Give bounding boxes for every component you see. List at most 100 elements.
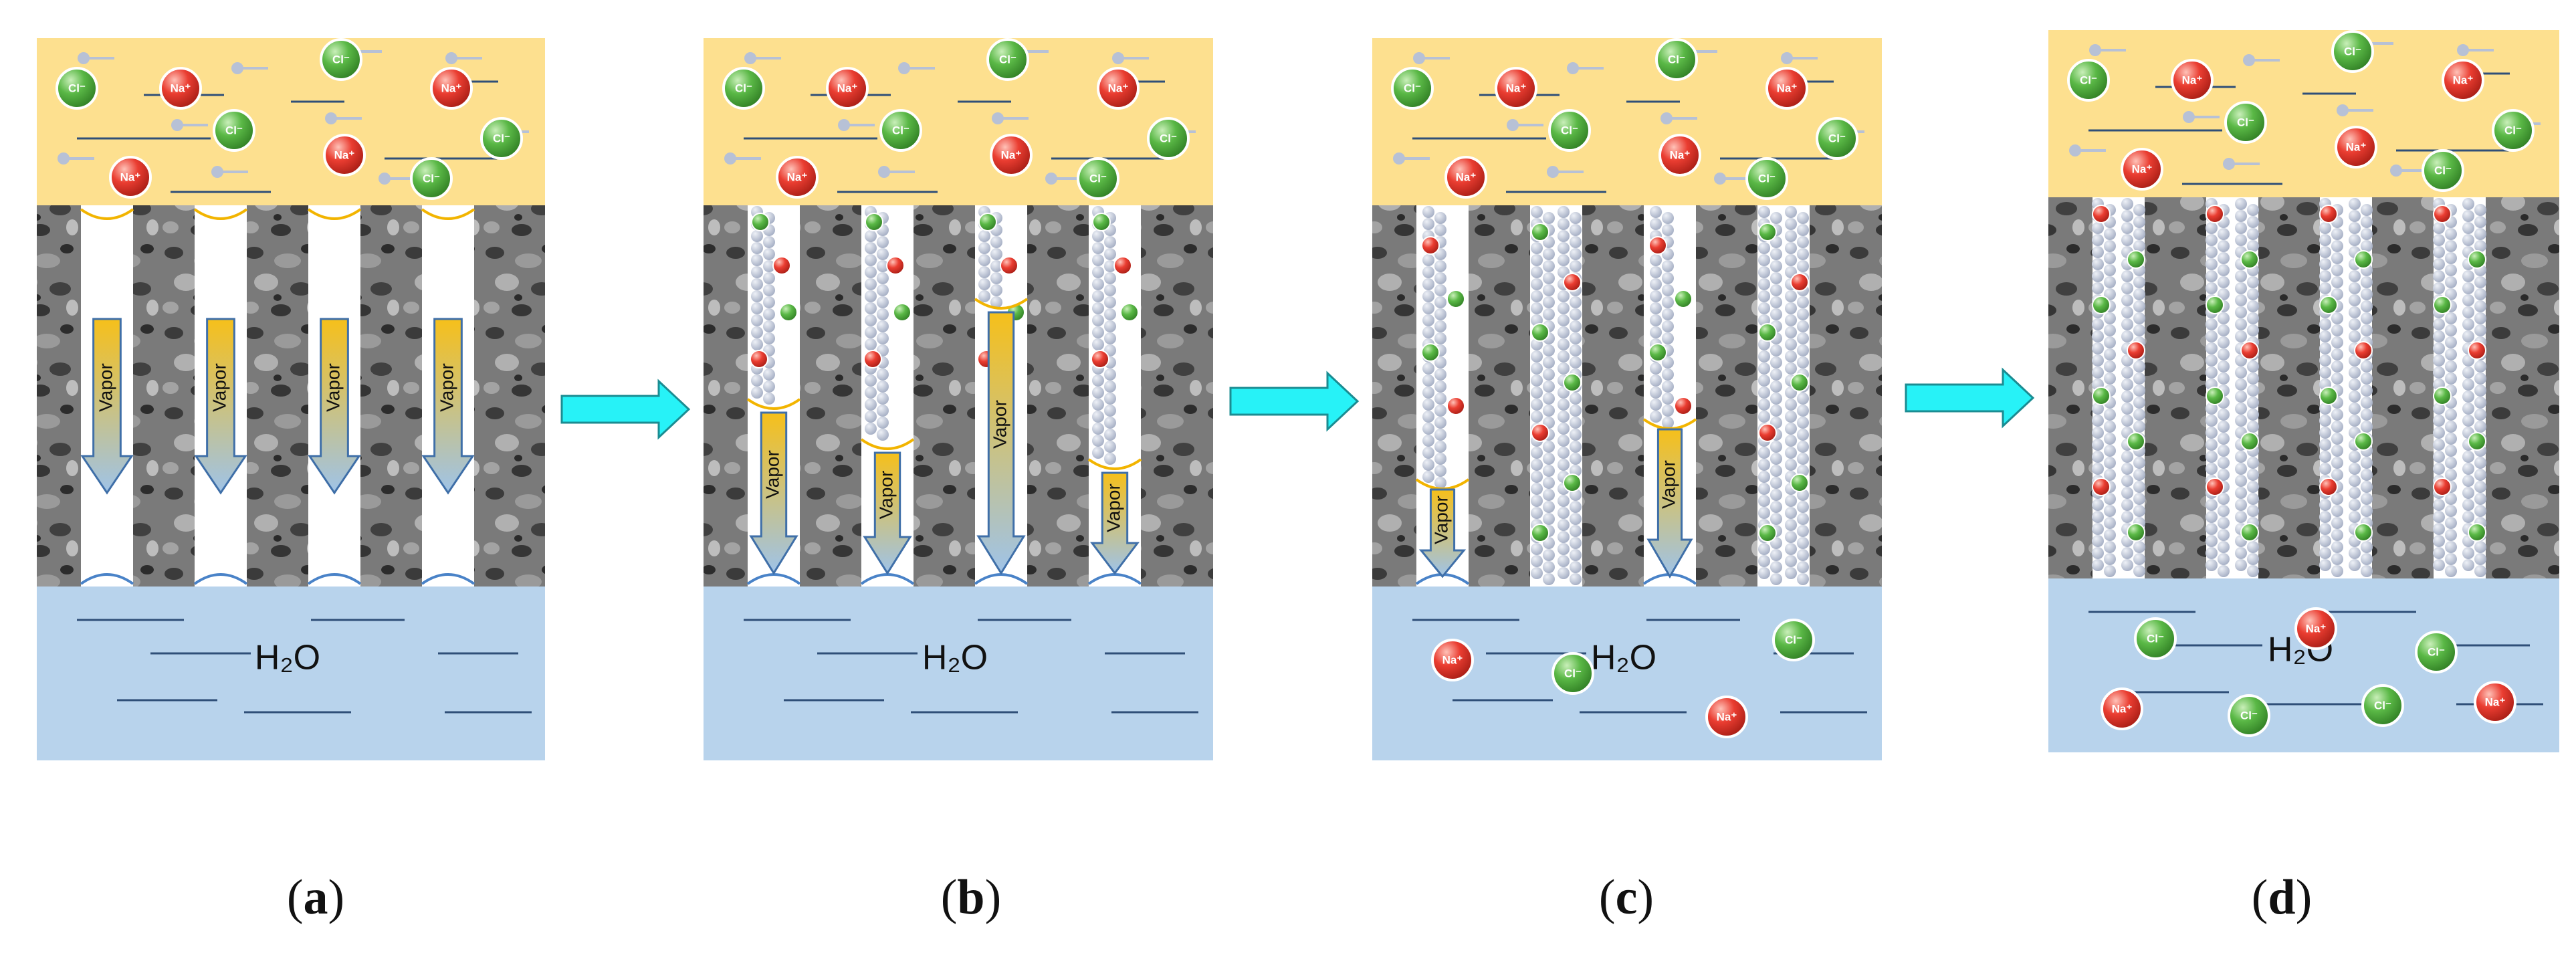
meniscus <box>193 208 248 220</box>
ion-label: Cl⁻ <box>1668 53 1685 66</box>
sodium-ion-small <box>1113 256 1132 275</box>
sodium-ion: Na⁺ <box>159 67 202 110</box>
ion-label: Cl⁻ <box>2428 645 2445 658</box>
ion-label: Cl⁻ <box>2080 74 2097 86</box>
chloride-ion-small <box>1446 290 1465 308</box>
vapor-arrow: Vapor <box>749 411 798 575</box>
pore: Vapor <box>193 205 248 587</box>
sodium-ion: Na⁺ <box>1658 134 1701 177</box>
ion-label: Na⁺ <box>837 82 858 94</box>
pore <box>2433 197 2486 578</box>
chloride-ion: Cl⁻ <box>56 67 98 110</box>
chloride-ion-small <box>2433 296 2452 314</box>
chloride-ion-small <box>1531 524 1549 542</box>
ion-label: Cl⁻ <box>68 82 86 94</box>
surfactant-molecule <box>992 112 1029 124</box>
permeate-water <box>704 587 1213 760</box>
vapor-arrow: Vapor <box>308 318 361 495</box>
chloride-ion-small <box>2240 250 2259 269</box>
sodium-ion: Na⁺ <box>826 67 869 110</box>
pore: Vapor <box>860 205 915 587</box>
surfactant-molecule <box>1507 119 1543 131</box>
chloride-ion-small <box>1563 473 1582 492</box>
sodium-ion-small <box>2468 341 2486 360</box>
ion-label: Na⁺ <box>1456 171 1477 183</box>
sodium-ion-small <box>1421 236 1440 255</box>
scaling-beads <box>2235 198 2259 577</box>
chloride-ion: Cl⁻ <box>722 67 765 110</box>
chloride-ion-small <box>2240 523 2259 542</box>
ion-label: Cl⁻ <box>332 53 350 66</box>
water-label: H₂O <box>922 639 988 677</box>
chloride-ion: Cl⁻ <box>2422 149 2464 192</box>
ion-label: Na⁺ <box>1717 710 1737 723</box>
meniscus <box>80 573 134 585</box>
sodium-ion-small <box>863 350 882 368</box>
ion-label: Cl⁻ <box>1404 82 1421 94</box>
sodium-ion-small <box>2319 205 2338 223</box>
surfactant-molecule <box>1393 152 1430 165</box>
surfactant-molecule <box>2223 158 2260 170</box>
surfactant-molecule <box>898 62 935 74</box>
chloride-ion: Cl⁻ <box>1551 652 1594 695</box>
surfactant-molecule <box>2457 44 2494 56</box>
chloride-ion: Cl⁻ <box>2228 694 2270 737</box>
ion-label: Cl⁻ <box>2434 164 2452 177</box>
chloride-ion: Cl⁻ <box>986 38 1029 81</box>
surfactant-molecule <box>2183 111 2220 123</box>
chloride-ion-small <box>2240 432 2259 451</box>
surfactant-molecule <box>878 166 915 178</box>
sodium-ion-small <box>1758 423 1777 442</box>
vapor-label: Vapor <box>1658 460 1679 509</box>
chloride-ion-small <box>2319 296 2338 314</box>
ion-label: Cl⁻ <box>1758 172 1776 185</box>
chloride-ion-small <box>1790 373 1809 392</box>
surfactant-molecule <box>744 52 781 64</box>
ion-label: Cl⁻ <box>1160 132 1177 144</box>
ion-label: Cl⁻ <box>1785 633 1802 646</box>
ion-label: Na⁺ <box>1670 148 1691 161</box>
sodium-ion-small <box>2354 341 2373 360</box>
scaling-beads <box>751 206 775 405</box>
vapor-label: Vapor <box>209 363 229 412</box>
chloride-ion: Cl⁻ <box>2134 617 2177 660</box>
sodium-ion-small <box>750 350 768 368</box>
sodium-ion-small <box>772 256 791 275</box>
surfactant-molecule <box>2089 44 2126 56</box>
sodium-ion: Na⁺ <box>2335 126 2377 169</box>
sodium-ion-small <box>2319 477 2338 496</box>
permeate-contents: H₂O <box>744 619 1198 714</box>
chloride-ion-small <box>893 303 911 322</box>
chloride-ion-small <box>1531 223 1549 241</box>
ion-label: Cl⁻ <box>2374 699 2391 712</box>
ion-label: Na⁺ <box>120 171 141 183</box>
chloride-ion: Cl⁻ <box>2067 59 2110 102</box>
chloride-ion: Cl⁻ <box>2492 109 2535 152</box>
vapor-label: Vapor <box>989 400 1010 449</box>
chloride-ion: Cl⁻ <box>480 117 523 160</box>
pore: Vapor <box>1087 205 1142 587</box>
sodium-ion-small <box>1000 256 1018 275</box>
pore: Vapor <box>1642 205 1697 587</box>
pore <box>2206 197 2259 578</box>
chloride-ion: Cl⁻ <box>1816 117 1858 160</box>
sodium-ion: Na⁺ <box>1431 639 1474 681</box>
ion-label: Na⁺ <box>2112 702 2133 715</box>
chloride-ion: Cl⁻ <box>1655 38 1698 81</box>
chloride-ion: Cl⁻ <box>1745 157 1788 200</box>
caption-d: (d) <box>2251 870 2313 925</box>
chloride-ion-small <box>2468 432 2486 451</box>
chloride-ion-small <box>1120 303 1139 322</box>
pore <box>2092 197 2145 578</box>
surfactant-molecule <box>1413 52 1450 64</box>
vapor-label: Vapor <box>875 471 896 520</box>
feed-contents: Cl⁻Na⁺Cl⁻Na⁺Cl⁻Cl⁻Na⁺Na⁺Cl⁻ <box>2067 30 2541 192</box>
meniscus <box>307 573 362 585</box>
sodium-ion: Na⁺ <box>430 67 473 110</box>
feed-contents: Cl⁻Na⁺Cl⁻Na⁺Cl⁻Cl⁻Na⁺Na⁺Cl⁻ <box>1391 38 1864 200</box>
surfactant-molecule <box>2069 144 2106 156</box>
sodium-ion-small <box>2206 477 2224 496</box>
sodium-ion: Na⁺ <box>1765 67 1808 110</box>
